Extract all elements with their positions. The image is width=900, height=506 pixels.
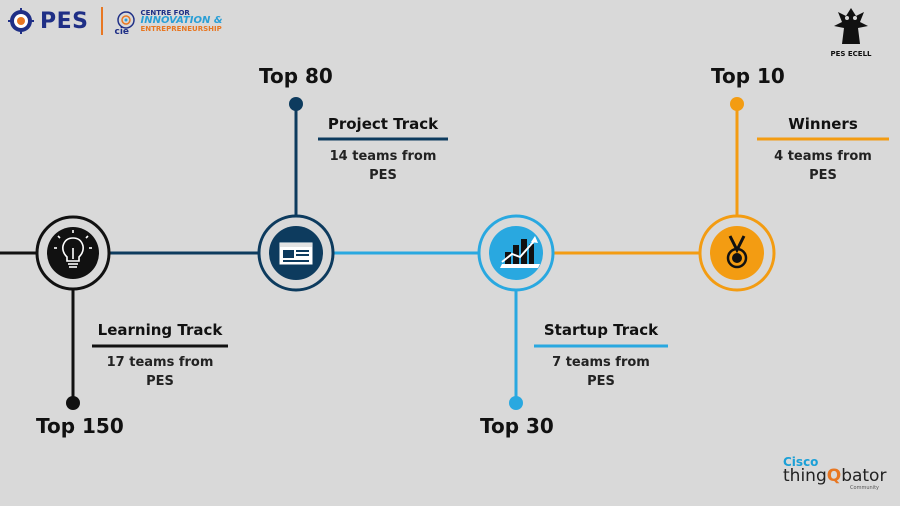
logo-divider <box>100 7 103 35</box>
top-label-winners: Top 10 <box>711 64 785 88</box>
cisco-line2c: bator <box>841 466 887 486</box>
teams-winners-line1: 4 teams from <box>774 149 872 164</box>
teams-project-line1: 14 teams from <box>329 149 437 164</box>
cie-logo: cie CENTRE FOR INNOVATION & ENTREPRENEUR… <box>115 9 223 37</box>
cie-line3: ENTREPRENEURSHIP <box>140 25 222 33</box>
cisco-line2: thingQbator <box>783 468 893 485</box>
teams-learning-line2: PES <box>146 374 174 389</box>
node-winners <box>698 214 776 292</box>
endpoint-project <box>289 97 303 111</box>
teams-project: 14 teams from PES <box>318 147 448 185</box>
node-project <box>257 214 335 292</box>
teams-winners: 4 teams from PES <box>757 147 889 185</box>
teams-learning-line1: 17 teams from <box>106 355 214 370</box>
teams-winners-line2: PES <box>809 168 837 183</box>
growth-chart-icon <box>500 236 540 268</box>
medal-icon <box>726 235 748 269</box>
cie-head-icon <box>116 11 135 29</box>
teams-project-line2: PES <box>369 168 397 183</box>
cisco-line2b: Q <box>826 466 842 486</box>
endpoint-learning <box>66 396 80 410</box>
cie-line1: CENTRE FOR <box>140 9 190 17</box>
teams-startup-line1: 7 teams from <box>552 355 650 370</box>
cisco-line1: Cisco <box>783 455 819 469</box>
pes-ecell-logo: PES ECELL <box>816 4 886 58</box>
teams-startup-line2: PES <box>587 374 615 389</box>
cie-text: CENTRE FOR INNOVATION & ENTREPRENEURSHIP <box>141 9 223 33</box>
cie-line2: INNOVATION & <box>140 15 223 26</box>
top-label-learning: Top 150 <box>36 414 124 438</box>
teams-learning: 17 teams from PES <box>92 353 228 391</box>
cisco-thingqbator-logo: Cisco thingQbator Community <box>783 456 893 491</box>
node-startup <box>477 214 555 292</box>
endpoint-startup <box>509 396 523 410</box>
lightbulb-icon <box>54 230 92 268</box>
track-title-startup: Startup Track <box>543 321 659 339</box>
top-label-startup: Top 30 <box>480 414 554 438</box>
pes-logo: PES cie CENTRE FOR INNOVATION & ENTREPRE… <box>8 6 223 37</box>
teams-startup: 7 teams from PES <box>534 353 668 391</box>
endpoint-winners <box>730 97 744 111</box>
cie-abbr: cie <box>114 27 130 37</box>
track-title-learning: Learning Track <box>97 321 223 339</box>
node-learning <box>35 215 111 291</box>
ecell-mascot-icon <box>834 8 868 44</box>
ecell-label: PES ECELL <box>830 50 872 58</box>
browser-window-icon <box>279 242 313 265</box>
track-title-project: Project Track <box>327 115 439 133</box>
cisco-line2a: thing <box>783 466 827 486</box>
track-title-winners: Winners <box>788 115 858 133</box>
pes-logo-text: PES <box>40 8 89 34</box>
cisco-line3: Community <box>850 485 879 491</box>
pes-emblem-icon <box>8 8 34 34</box>
top-label-project: Top 80 <box>259 64 333 88</box>
